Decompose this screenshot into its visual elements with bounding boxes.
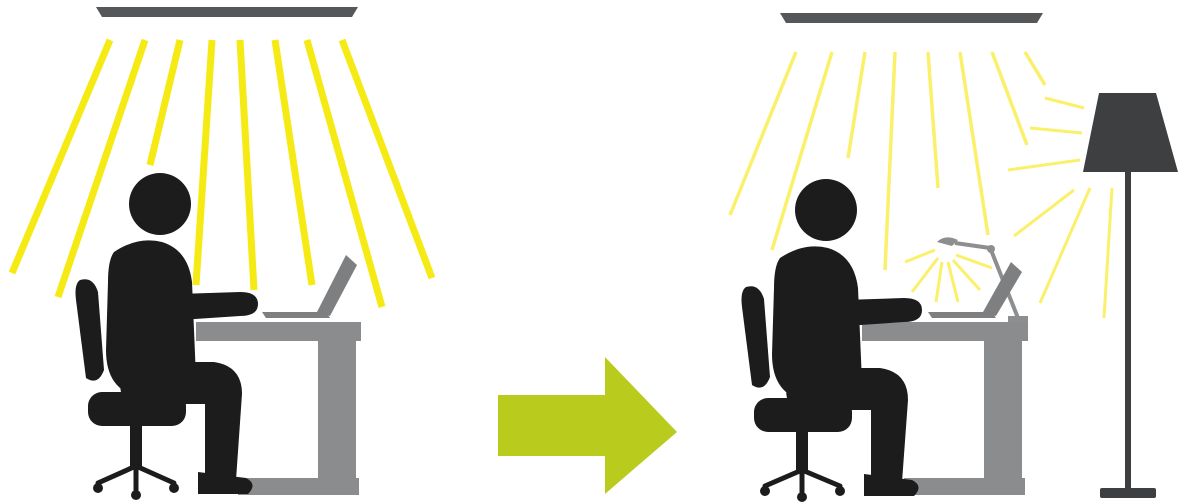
light-beam bbox=[912, 258, 938, 292]
light-beam bbox=[848, 52, 865, 158]
light-beam bbox=[240, 40, 254, 290]
light-beam bbox=[1014, 190, 1074, 236]
light-beam bbox=[1040, 188, 1090, 303]
floor-lamp-icon bbox=[1083, 93, 1178, 498]
light-beam bbox=[275, 40, 312, 285]
light-beam bbox=[1045, 98, 1084, 108]
light-beam bbox=[1030, 128, 1082, 133]
ceiling-light-beams bbox=[12, 40, 432, 307]
light-beam bbox=[905, 250, 935, 262]
light-beam bbox=[885, 52, 895, 270]
light-beam bbox=[342, 40, 432, 278]
panel-after bbox=[730, 13, 1178, 502]
light-beam bbox=[928, 52, 938, 188]
light-beam bbox=[1025, 52, 1045, 85]
ceiling-light-icon bbox=[780, 13, 1043, 23]
light-beam bbox=[12, 40, 110, 273]
light-beam bbox=[992, 52, 1027, 145]
light-beam bbox=[960, 52, 988, 235]
ceiling-light-beams bbox=[730, 52, 1045, 270]
light-beam bbox=[730, 52, 796, 215]
desk-lamp-beams bbox=[905, 250, 992, 302]
light-beam bbox=[936, 262, 942, 302]
light-beam bbox=[1104, 188, 1112, 318]
light-beam bbox=[150, 40, 180, 165]
light-beam bbox=[948, 262, 958, 302]
panel-before bbox=[12, 7, 432, 500]
light-beam bbox=[1008, 160, 1080, 170]
light-beam bbox=[953, 260, 980, 290]
ceiling-light-icon bbox=[96, 7, 358, 17]
arrow-right-icon bbox=[498, 357, 677, 494]
light-beam bbox=[956, 255, 992, 268]
light-beam bbox=[196, 40, 212, 285]
